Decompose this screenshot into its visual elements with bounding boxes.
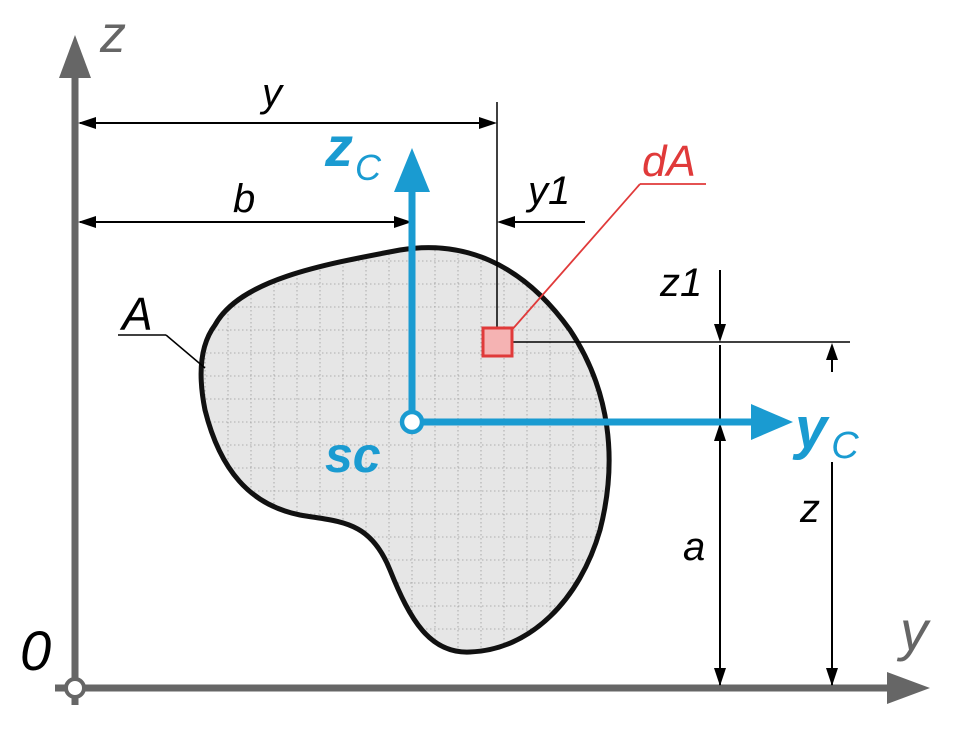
origin-label: 0: [20, 619, 51, 682]
yc-axis-arrow: [751, 404, 793, 440]
centroid-marker: [399, 409, 425, 435]
origin-marker: [64, 677, 86, 699]
dim-y-label: y: [259, 71, 285, 115]
z-axis-arrow: [59, 35, 91, 78]
area-element: [481, 183, 706, 358]
dim-b-label: b: [233, 177, 255, 221]
y-axis-arrow: [887, 672, 930, 704]
area-label: A: [119, 288, 153, 340]
element-square: [481, 326, 514, 358]
main-axes: [55, 35, 930, 705]
area-fill: [201, 247, 610, 653]
axis-z-label: z: [99, 6, 126, 64]
centroid-z-label: zC: [324, 115, 382, 188]
axis-y-label: y: [896, 599, 931, 662]
centroid-axes: [394, 148, 793, 440]
element-label: dA: [642, 137, 696, 186]
area-outline: [198, 245, 612, 655]
dim-a-label: a: [683, 525, 705, 569]
dim-z-label: z: [799, 487, 820, 531]
dimension-lines: [78, 102, 850, 686]
centroid-label: sc: [325, 427, 381, 483]
dim-y1-label: y1: [525, 169, 570, 213]
element-leader: [509, 183, 641, 333]
zc-axis-arrow: [394, 148, 430, 192]
dim-z1-label: z1: [659, 261, 702, 305]
